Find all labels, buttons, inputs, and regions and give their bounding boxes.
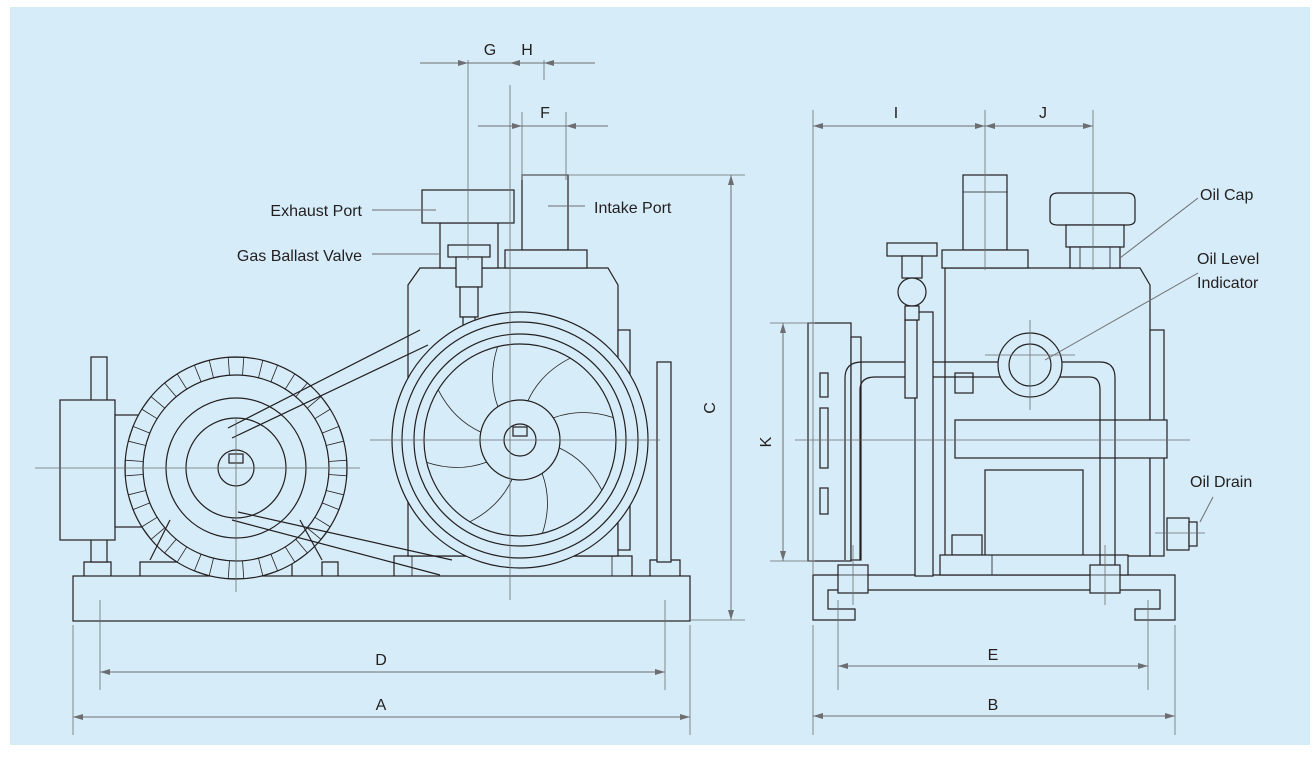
gas-ballast-valve-label: Gas Ballast Valve — [237, 248, 362, 265]
motor-fin — [193, 554, 214, 577]
motor-fin — [141, 516, 166, 540]
side-pump-body — [939, 267, 1198, 576]
motor-fin — [141, 396, 166, 420]
dim-a-label: A — [376, 697, 387, 714]
flywheel-spoke — [527, 357, 571, 401]
motor-fin — [284, 538, 308, 563]
dim-j-label: J — [1039, 105, 1047, 122]
motor-fin — [164, 373, 188, 398]
flywheel-spoke — [437, 389, 481, 433]
front-belt — [227, 329, 453, 576]
intake-port-label: Intake Port — [594, 200, 672, 217]
side-pipe-loop — [844, 361, 1116, 572]
side-view: Oil Cap Oil Level Indicator Oil Drain I … — [758, 105, 1259, 735]
motor-fin — [322, 490, 345, 511]
oil-drain-label: Oil Drain — [1190, 474, 1252, 491]
flywheel-spoke — [492, 346, 499, 407]
side-dimension-lines — [780, 123, 1175, 719]
dim-e-label: E — [988, 647, 999, 664]
oil-cap-label: Oil Cap — [1200, 187, 1253, 204]
dim-h-label: H — [521, 42, 533, 59]
motor-fin — [127, 425, 150, 446]
motor-fin — [127, 490, 150, 511]
motor-fin — [164, 538, 188, 563]
front-right-post — [656, 361, 672, 563]
dim-i-label: I — [894, 105, 898, 122]
side-oil-cap — [1049, 192, 1136, 269]
motor-fin — [258, 554, 279, 577]
dim-c-label: C — [702, 402, 719, 414]
flywheel-spoke — [553, 412, 614, 419]
front-leader-lines — [372, 205, 585, 255]
motor-fin — [306, 396, 331, 420]
motor-fin — [193, 359, 214, 382]
dim-d-label: D — [375, 652, 387, 669]
flywheel-spoke — [559, 447, 603, 491]
side-valve-stem — [904, 319, 918, 399]
side-leader-lines — [1044, 197, 1214, 523]
oil-level-label-line2: Indicator — [1197, 275, 1259, 292]
dim-b-label: B — [988, 697, 999, 714]
oil-level-label-line1: Oil Level — [1197, 251, 1259, 268]
side-vertical-pipe — [914, 311, 934, 577]
motor-fin — [227, 356, 245, 376]
dim-g-label: G — [484, 42, 496, 59]
motor-fin — [258, 359, 279, 382]
front-dimension-lines — [73, 60, 734, 720]
motor-fin — [322, 425, 345, 446]
motor-fin — [306, 516, 331, 540]
flywheel-spoke — [426, 461, 487, 468]
side-ballast-valve — [886, 242, 938, 321]
flywheel-spoke — [541, 473, 548, 534]
side-flange — [807, 322, 862, 562]
exhaust-port-label: Exhaust Port — [270, 203, 362, 220]
side-centre-lines — [770, 110, 1205, 735]
dim-f-label: F — [540, 105, 550, 122]
side-base-channel — [812, 574, 1176, 621]
dim-k-label: K — [758, 436, 775, 447]
front-view: Exhaust Port Gas Ballast Valve Intake Po… — [35, 42, 745, 735]
